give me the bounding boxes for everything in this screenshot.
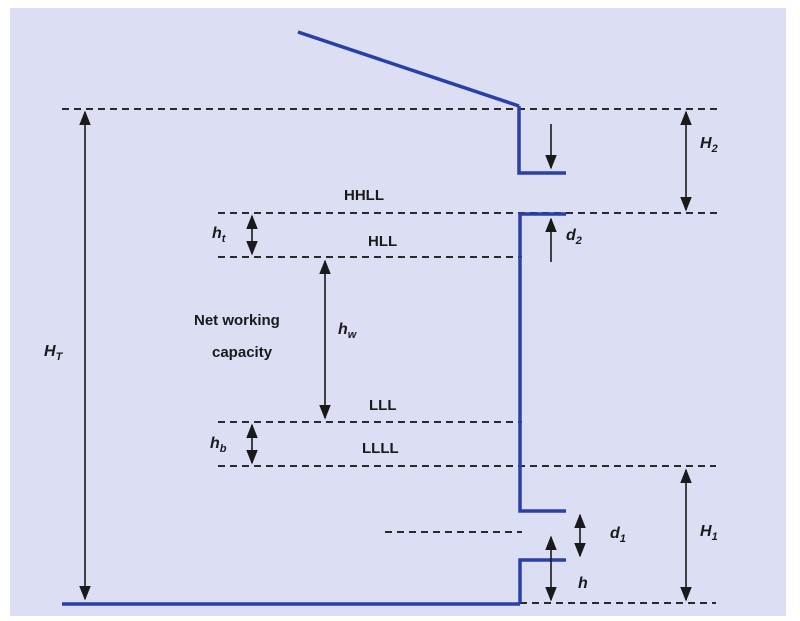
h-t-total-label: HT — [44, 343, 64, 363]
dimension-arrows — [79, 110, 692, 602]
level-labels: HHLL HLL LLL LLLL Net working capacity — [194, 187, 399, 457]
upper-nozzle-top — [517, 106, 566, 175]
diagram-background — [10, 8, 786, 616]
hhll-label: HHLL — [344, 187, 384, 204]
d-2-label: d2 — [566, 227, 582, 247]
hll-label: HLL — [368, 233, 397, 250]
h-w-label: hw — [338, 321, 358, 341]
llll-label: LLLL — [362, 440, 399, 457]
h-t-label: ht — [212, 225, 227, 245]
h-2-label: H2 — [700, 135, 718, 155]
lll-label: LLL — [369, 397, 397, 414]
vessel-roof — [297, 30, 520, 108]
vessel-outline — [62, 30, 566, 606]
reference-lines — [62, 108, 718, 604]
net-working-label-line2: capacity — [212, 344, 273, 361]
vessel-wall — [518, 212, 566, 513]
h-1-label: H1 — [700, 523, 718, 543]
h-b-label: hb — [210, 435, 227, 455]
net-working-label-line1: Net working — [194, 312, 280, 329]
dimension-labels: HT H2 H1 d2 d1 ht hw hb h — [44, 135, 718, 592]
h-nozzle-label: h — [578, 575, 588, 592]
d-1-label: d1 — [610, 525, 626, 545]
